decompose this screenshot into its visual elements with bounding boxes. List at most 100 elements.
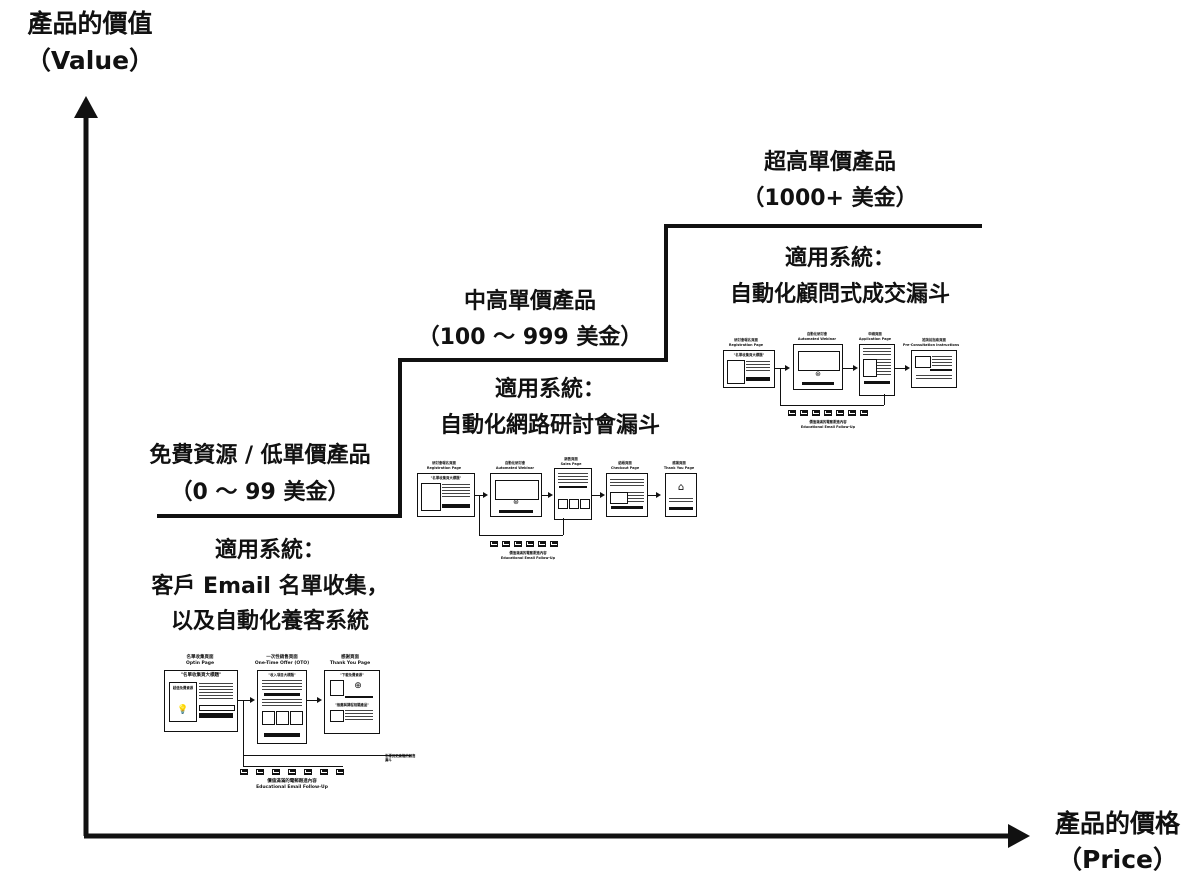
followup-subtitle: Educational Email Follow-Up bbox=[800, 425, 856, 429]
optin-page-quote: "名單收集頁大標題" bbox=[180, 673, 222, 678]
email-icon bbox=[836, 410, 844, 416]
application-button bbox=[864, 381, 890, 384]
email-icon bbox=[502, 541, 510, 547]
reg-card bbox=[421, 483, 441, 511]
tier-2-price: （100 ～ 999 美金） bbox=[417, 325, 643, 350]
input-placeholder bbox=[199, 705, 235, 711]
arrow-3 bbox=[905, 365, 910, 371]
oto-text-2 bbox=[262, 699, 302, 707]
x-axis-arrowhead bbox=[1008, 824, 1030, 848]
preconsult-page-title: 諮詢前指南頁面 bbox=[922, 338, 946, 342]
followup-label: 價值滿滿的電郵跟進內容 bbox=[267, 779, 317, 784]
tier-3-system-label: 適用系統： bbox=[784, 246, 895, 271]
checkout-button bbox=[611, 506, 643, 509]
followup-trunk bbox=[243, 700, 244, 766]
tier-1-system-line2: 以及自動化養客系統 bbox=[170, 609, 369, 634]
webinar-page-mockup: ⊛ bbox=[793, 344, 843, 390]
arrow-2 bbox=[853, 365, 858, 371]
reg-card bbox=[727, 360, 745, 384]
branch-label: 引導到更高階的銷售漏斗 bbox=[385, 754, 416, 763]
arrow-1 bbox=[483, 492, 488, 498]
arrow-2 bbox=[548, 492, 553, 498]
thankyou-page-subtitle: Thank You Page bbox=[329, 661, 371, 666]
webinar-page-subtitle: Automated Webinar bbox=[495, 466, 535, 470]
followup-trunk-2 bbox=[563, 518, 564, 535]
email-icon bbox=[288, 769, 296, 775]
oto-page-mockup: "收入項目大標題" bbox=[257, 670, 307, 744]
email-icon bbox=[800, 410, 808, 416]
webinar-page-subtitle: Automated Webinar bbox=[797, 337, 837, 341]
email-icon bbox=[824, 410, 832, 416]
oto-cta-2 bbox=[264, 733, 300, 737]
tier-1-system-label: 適用系統： bbox=[214, 538, 325, 563]
tier-1-price: （0 ～ 99 美金） bbox=[170, 480, 350, 505]
email-icon bbox=[538, 541, 546, 547]
checkout-page-title: 結帳頁面 bbox=[618, 461, 632, 465]
optin-page-subtitle: Optin Page bbox=[186, 661, 214, 666]
checkout-lines-2 bbox=[628, 492, 644, 502]
thankyou2-page-subtitle: Thank You Page bbox=[663, 466, 695, 470]
arrow-2 bbox=[317, 697, 322, 703]
thankyou2-button bbox=[669, 507, 693, 510]
connector-3 bbox=[894, 368, 906, 369]
tier-2-system-line1: 自動化網路研討會漏斗 bbox=[439, 413, 660, 438]
followup-line bbox=[243, 766, 343, 767]
tier-2-title: 中高單價產品 bbox=[463, 289, 596, 314]
sales-bar bbox=[559, 486, 587, 488]
application-page-subtitle: Application Page bbox=[858, 337, 892, 341]
webinar-bar bbox=[802, 382, 834, 385]
thankyou-product bbox=[330, 710, 344, 722]
preconsult-bar bbox=[930, 369, 952, 371]
connector-2 bbox=[306, 700, 318, 701]
thankyou-lines bbox=[345, 710, 373, 720]
oto-page-title: 一次性銷售頁面 bbox=[266, 655, 298, 660]
application-page-title: 申請頁面 bbox=[868, 332, 882, 336]
gift-icon: ⌂ bbox=[677, 482, 685, 493]
y-axis-arrowhead bbox=[74, 96, 98, 118]
thankyou-page-title: 感謝頁面 bbox=[341, 655, 359, 660]
application-photo bbox=[863, 359, 877, 377]
followup-label: 價值滿滿的電郵跟進內容 bbox=[509, 551, 547, 555]
oto-cta bbox=[264, 693, 300, 696]
email-icon bbox=[304, 769, 312, 775]
thankyou-quote-2: "推薦與課程相關產品" bbox=[334, 703, 370, 707]
followup-label: 價值滿滿的電郵跟進內容 bbox=[809, 420, 847, 424]
webinar-page-mockup: ⊛ bbox=[490, 473, 542, 517]
followup-subtitle: Educational Email Follow-Up bbox=[500, 556, 556, 560]
email-icon bbox=[514, 541, 522, 547]
tier-1-system-line1: 客戶 Email 名單收集， bbox=[151, 574, 389, 599]
tier-1-funnel-diagram: 名單收集頁面 Optin Page "名單收集頁大標題" 超值免費資源 💡 一次… bbox=[160, 653, 420, 798]
email-icon bbox=[812, 410, 820, 416]
checkout-page-mockup bbox=[606, 473, 648, 517]
lightbulb-icon: 💡 bbox=[177, 705, 189, 715]
sales-page-title: 銷售頁面 bbox=[564, 457, 578, 461]
reg-button bbox=[442, 504, 470, 508]
application-lines bbox=[863, 348, 891, 356]
sales-avatar-2 bbox=[569, 499, 579, 509]
arrow-1 bbox=[250, 697, 255, 703]
email-icon bbox=[490, 541, 498, 547]
download-icon: ⊕ bbox=[354, 681, 362, 691]
x-axis-title: 產品的價格 bbox=[1054, 809, 1180, 838]
email-icon bbox=[848, 410, 856, 416]
thankyou-quote: "下載免費資源" bbox=[340, 673, 364, 677]
email-icon bbox=[526, 541, 534, 547]
email-icon bbox=[788, 410, 796, 416]
preconsult-page-subtitle: Pre-Consultation Instructions bbox=[902, 343, 960, 347]
followup-trunk-2 bbox=[884, 394, 885, 405]
optin-page-mockup: "名單收集頁大標題" 超值免費資源 💡 bbox=[164, 670, 238, 732]
thankyou-bar bbox=[345, 696, 373, 698]
tier-3-title: 超高單價產品 bbox=[763, 150, 896, 175]
sales-avatar-3 bbox=[580, 499, 590, 509]
free-resource-label: 超值免費資源 bbox=[172, 686, 194, 690]
arrow-4 bbox=[656, 492, 661, 498]
email-icon bbox=[256, 769, 264, 775]
email-icon bbox=[550, 541, 558, 547]
registration-page-title: 研討會報名頁面 bbox=[734, 338, 758, 342]
sales-page-mockup bbox=[554, 468, 592, 520]
checkout-lines bbox=[610, 479, 644, 487]
thankyou2-page-title: 感謝頁面 bbox=[672, 461, 686, 465]
tier-3-price: （1000+ 美金） bbox=[742, 186, 918, 211]
arrow-3 bbox=[600, 492, 605, 498]
